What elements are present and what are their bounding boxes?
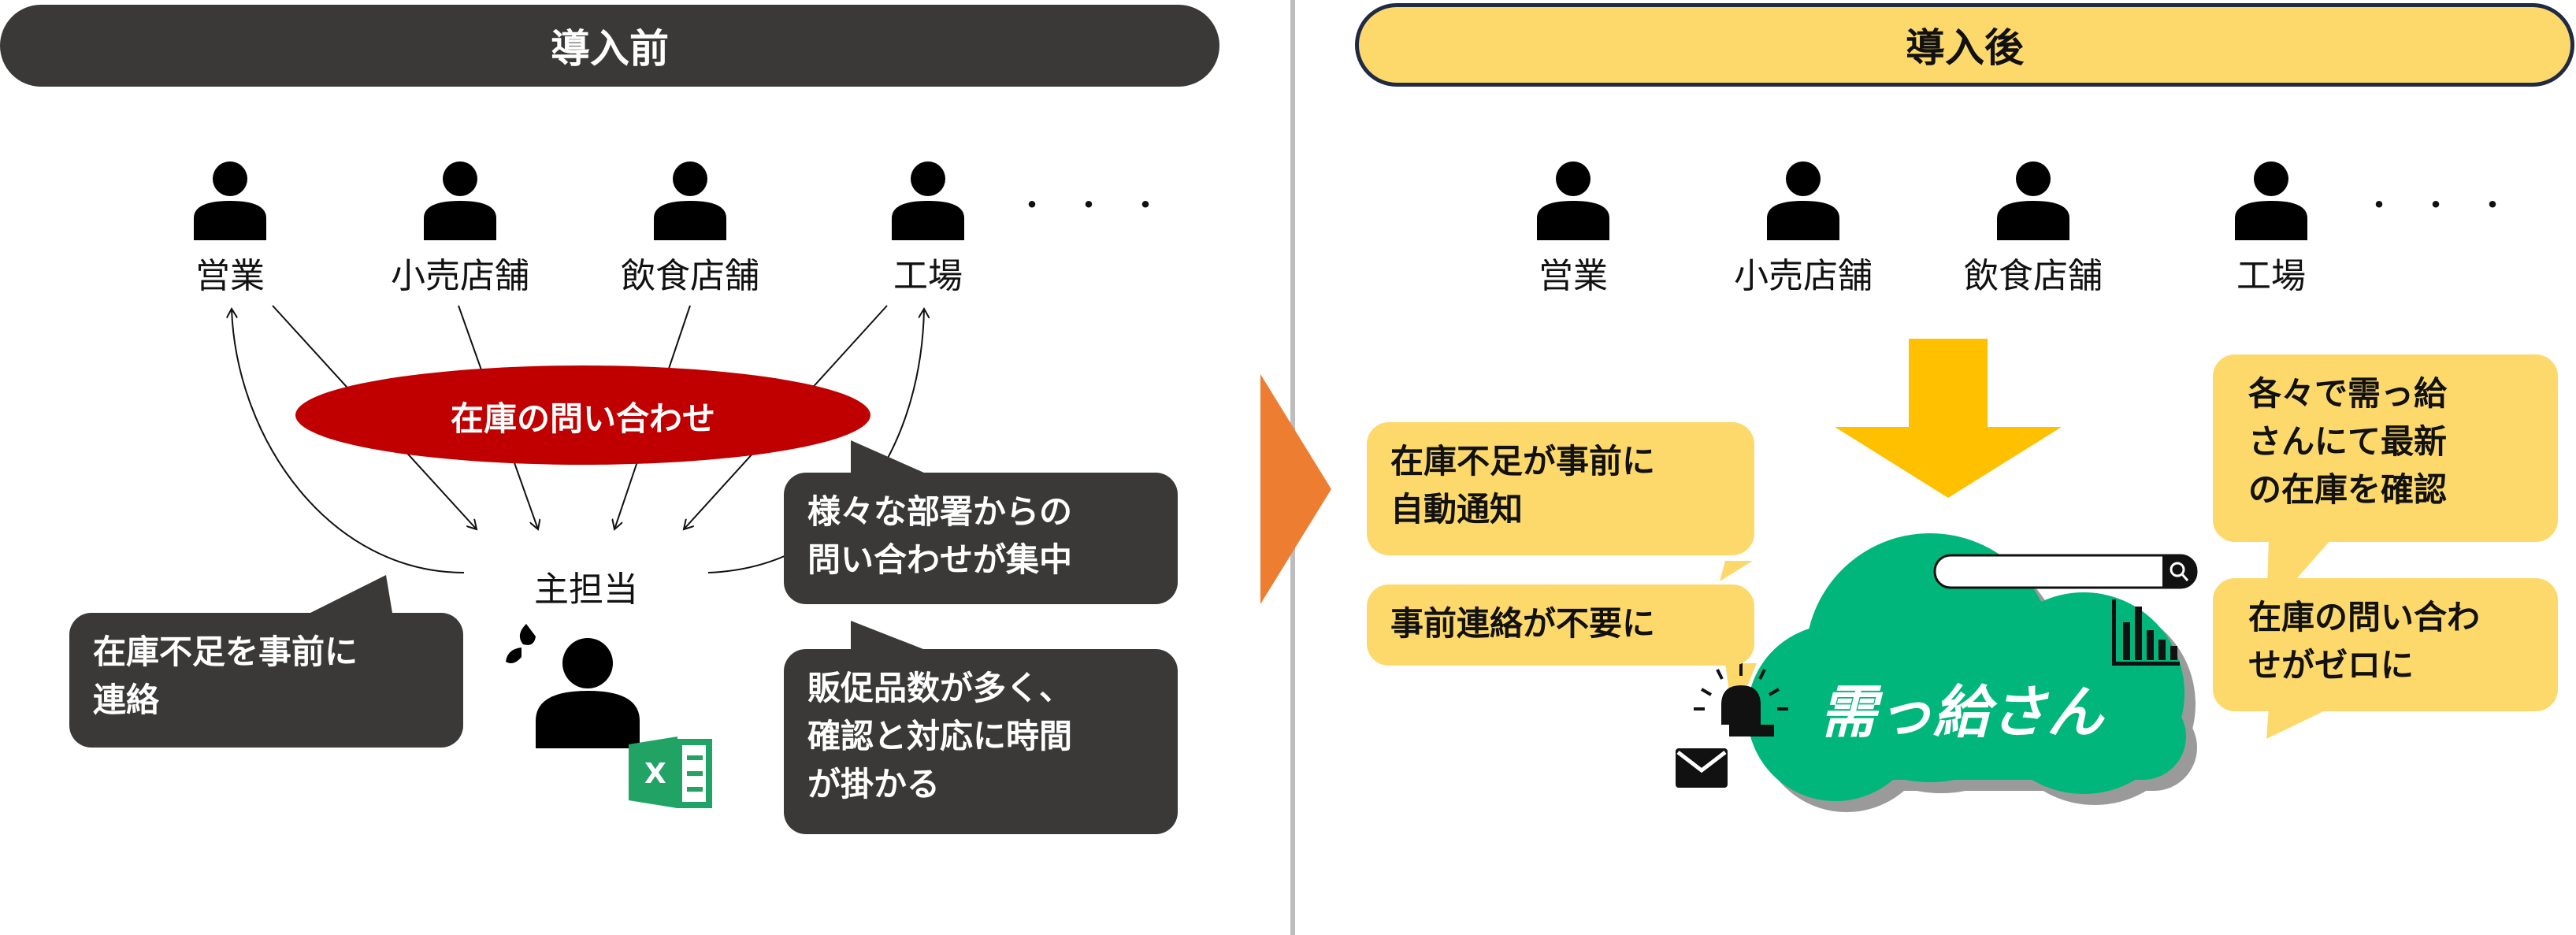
dept-label: 営業 [195,256,265,296]
ellipsis: ・・・ [2363,187,2533,224]
search-bar [1933,554,2198,589]
bar-chart-icon [2112,599,2180,666]
callout-inquiries-concentrated: 様々な部署からの 問い合わせが集中 [784,473,1178,604]
callout-time-consuming: 販促品数が多く、 確認と対応に時間 が掛かる [784,649,1178,834]
dept-label: 営業 [1539,256,1608,296]
dept-label: 工場 [2236,256,2306,296]
callout-check-stock: 各々で需っ給 さんにて最新 の在庫を確認 [2213,354,2558,542]
dept-label: 工場 [893,256,963,296]
transition-arrow [1260,374,1331,604]
dept-label: 飲食店舗 [621,256,759,296]
person-in-charge-label: 主担当 [534,570,638,610]
inquiry-label: 在庫の問い合わせ [450,399,716,438]
alarm-mail-icon [1676,663,1788,788]
department-icons [194,161,2307,240]
callout-auto-notify: 在庫不足が事前に 自動通知 [1367,422,1754,555]
after-title: 導入後 [1906,25,2024,71]
callout-no-contact-needed: 事前連絡が不要に [1367,584,1754,666]
excel-letter: X [644,758,666,790]
person-in-charge-icon [506,624,640,748]
before-title: 導入前 [551,26,669,72]
dept-label: 飲食店舗 [1964,256,2103,296]
cloud [1747,533,2186,801]
dept-label: 小売店舗 [1734,256,1873,296]
inquiry-ellipse [295,365,870,465]
excel-icon [629,736,712,808]
ellipsis: ・・・ [1016,187,1186,224]
after-header: 導入後 [1355,3,2574,87]
callout-notify-shortage: 在庫不足を事前に 連絡 [69,613,463,748]
callout-zero-inquiries: 在庫の問い合わ せがゼロに [2213,578,2558,711]
before-header: 導入前 [0,5,1219,87]
dept-label: 小売店舗 [391,256,529,296]
juukyuu-san-logo: 需っ給さん [1819,678,2104,745]
down-arrow [1835,339,2062,498]
search-icon [2170,562,2185,577]
